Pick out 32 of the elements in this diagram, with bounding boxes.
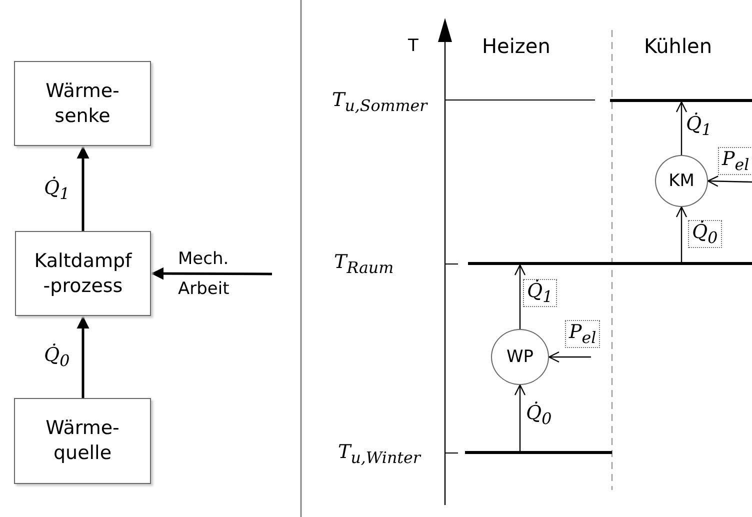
arrow: [76, 146, 90, 231]
region-heading: Heizen: [482, 34, 550, 59]
arrow: [676, 206, 688, 262]
process-box: Wärme- quelle: [14, 398, 151, 484]
arrow: [514, 264, 526, 329]
edge-label: Q̇$_{1}$: [44, 178, 70, 202]
region-heading: Kühlen: [644, 34, 712, 59]
arrow: [514, 384, 526, 451]
arrow: [707, 176, 752, 187]
edge-label: Q̇$_{0}$: [526, 403, 552, 428]
temperature-level-bar: [610, 99, 752, 102]
edge-label: Mech. Arbeit: [178, 248, 230, 301]
machine-circle: KM: [655, 155, 708, 207]
arrow: [548, 351, 591, 363]
arrow: [151, 267, 272, 280]
edge-label: Q̇$_{1}$: [523, 279, 557, 308]
temperature-label: T$_{u,Sommer}$: [332, 90, 428, 114]
edge-label: Q̇$_{0}$: [688, 220, 722, 248]
temperature-label: T$_{u,Winter}$: [338, 442, 420, 466]
temperature-level-bar: [465, 451, 612, 454]
process-box: Wärme- senke: [14, 61, 151, 146]
process-box: Kaltdampf -prozess: [15, 231, 151, 316]
edge-label: Q̇$_{1}$: [686, 114, 712, 138]
edge-label: P$_{el}$: [565, 320, 600, 348]
edge-label: Q̇$_{0}$: [44, 345, 70, 370]
axis-label: T: [408, 36, 418, 58]
machine-circle: WP: [491, 329, 549, 385]
temperature-label: T$_{Raum}$: [334, 252, 394, 276]
arrow: [76, 316, 90, 398]
edge-label: P$_{el}$: [718, 147, 752, 176]
temperature-level-bar: [468, 262, 752, 265]
arrow: [676, 101, 688, 155]
